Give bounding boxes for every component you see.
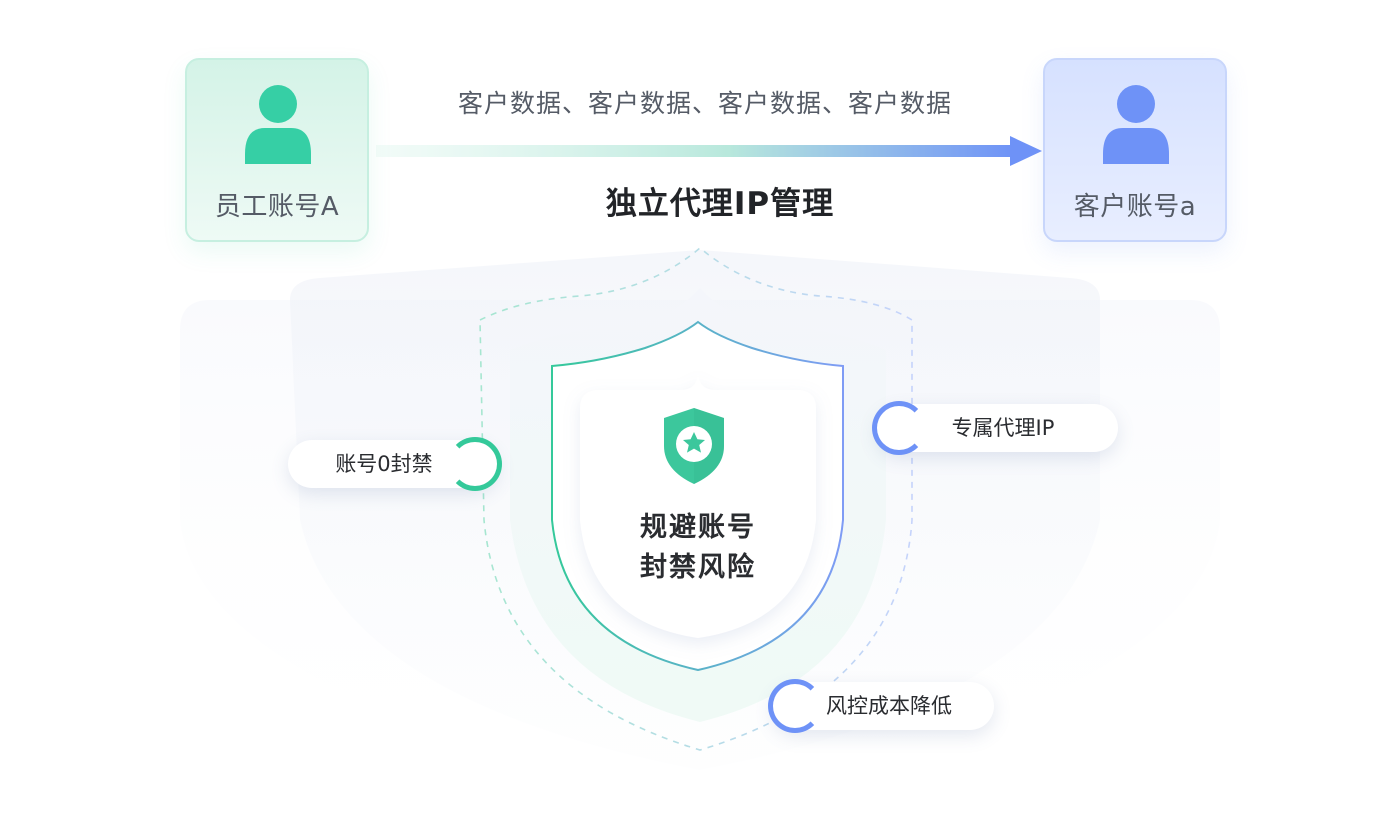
benefit-zero-ban: 账号0封禁	[288, 437, 502, 491]
flow-method-label: 独立代理IP管理	[605, 186, 835, 222]
pill-ring-decoration	[448, 437, 502, 491]
benefit-risk-cost: 风控成本降低	[768, 679, 994, 733]
person-icon	[245, 85, 311, 164]
person-icon	[1103, 85, 1169, 164]
benefit-dedicated-proxy: 专属代理IP	[872, 401, 1118, 455]
arrow-head-icon	[1010, 136, 1042, 166]
benefit-label: 账号0封禁	[335, 452, 433, 476]
customer-account-label: 客户账号a	[1073, 192, 1197, 222]
flow-arrow	[376, 136, 1042, 166]
shield-star-icon	[664, 408, 724, 484]
dashed-shield-outline	[479, 246, 913, 751]
benefit-label: 专属代理IP	[951, 416, 1055, 440]
pill-ring-decoration	[872, 401, 926, 455]
employee-account-label: 员工账号A	[214, 192, 340, 222]
shield-text-line1: 规避账号	[640, 512, 756, 543]
benefit-label: 风控成本降低	[826, 694, 952, 718]
pill-ring-decoration	[768, 679, 822, 733]
customer-account-card: 客户账号a	[1043, 58, 1227, 242]
shield-text-line2: 封禁风险	[640, 552, 756, 583]
shield-inner-panel	[580, 372, 816, 638]
employee-account-card: 员工账号A	[185, 58, 369, 242]
flow-data-label: 客户数据、客户数据、客户数据、客户数据	[457, 89, 952, 118]
